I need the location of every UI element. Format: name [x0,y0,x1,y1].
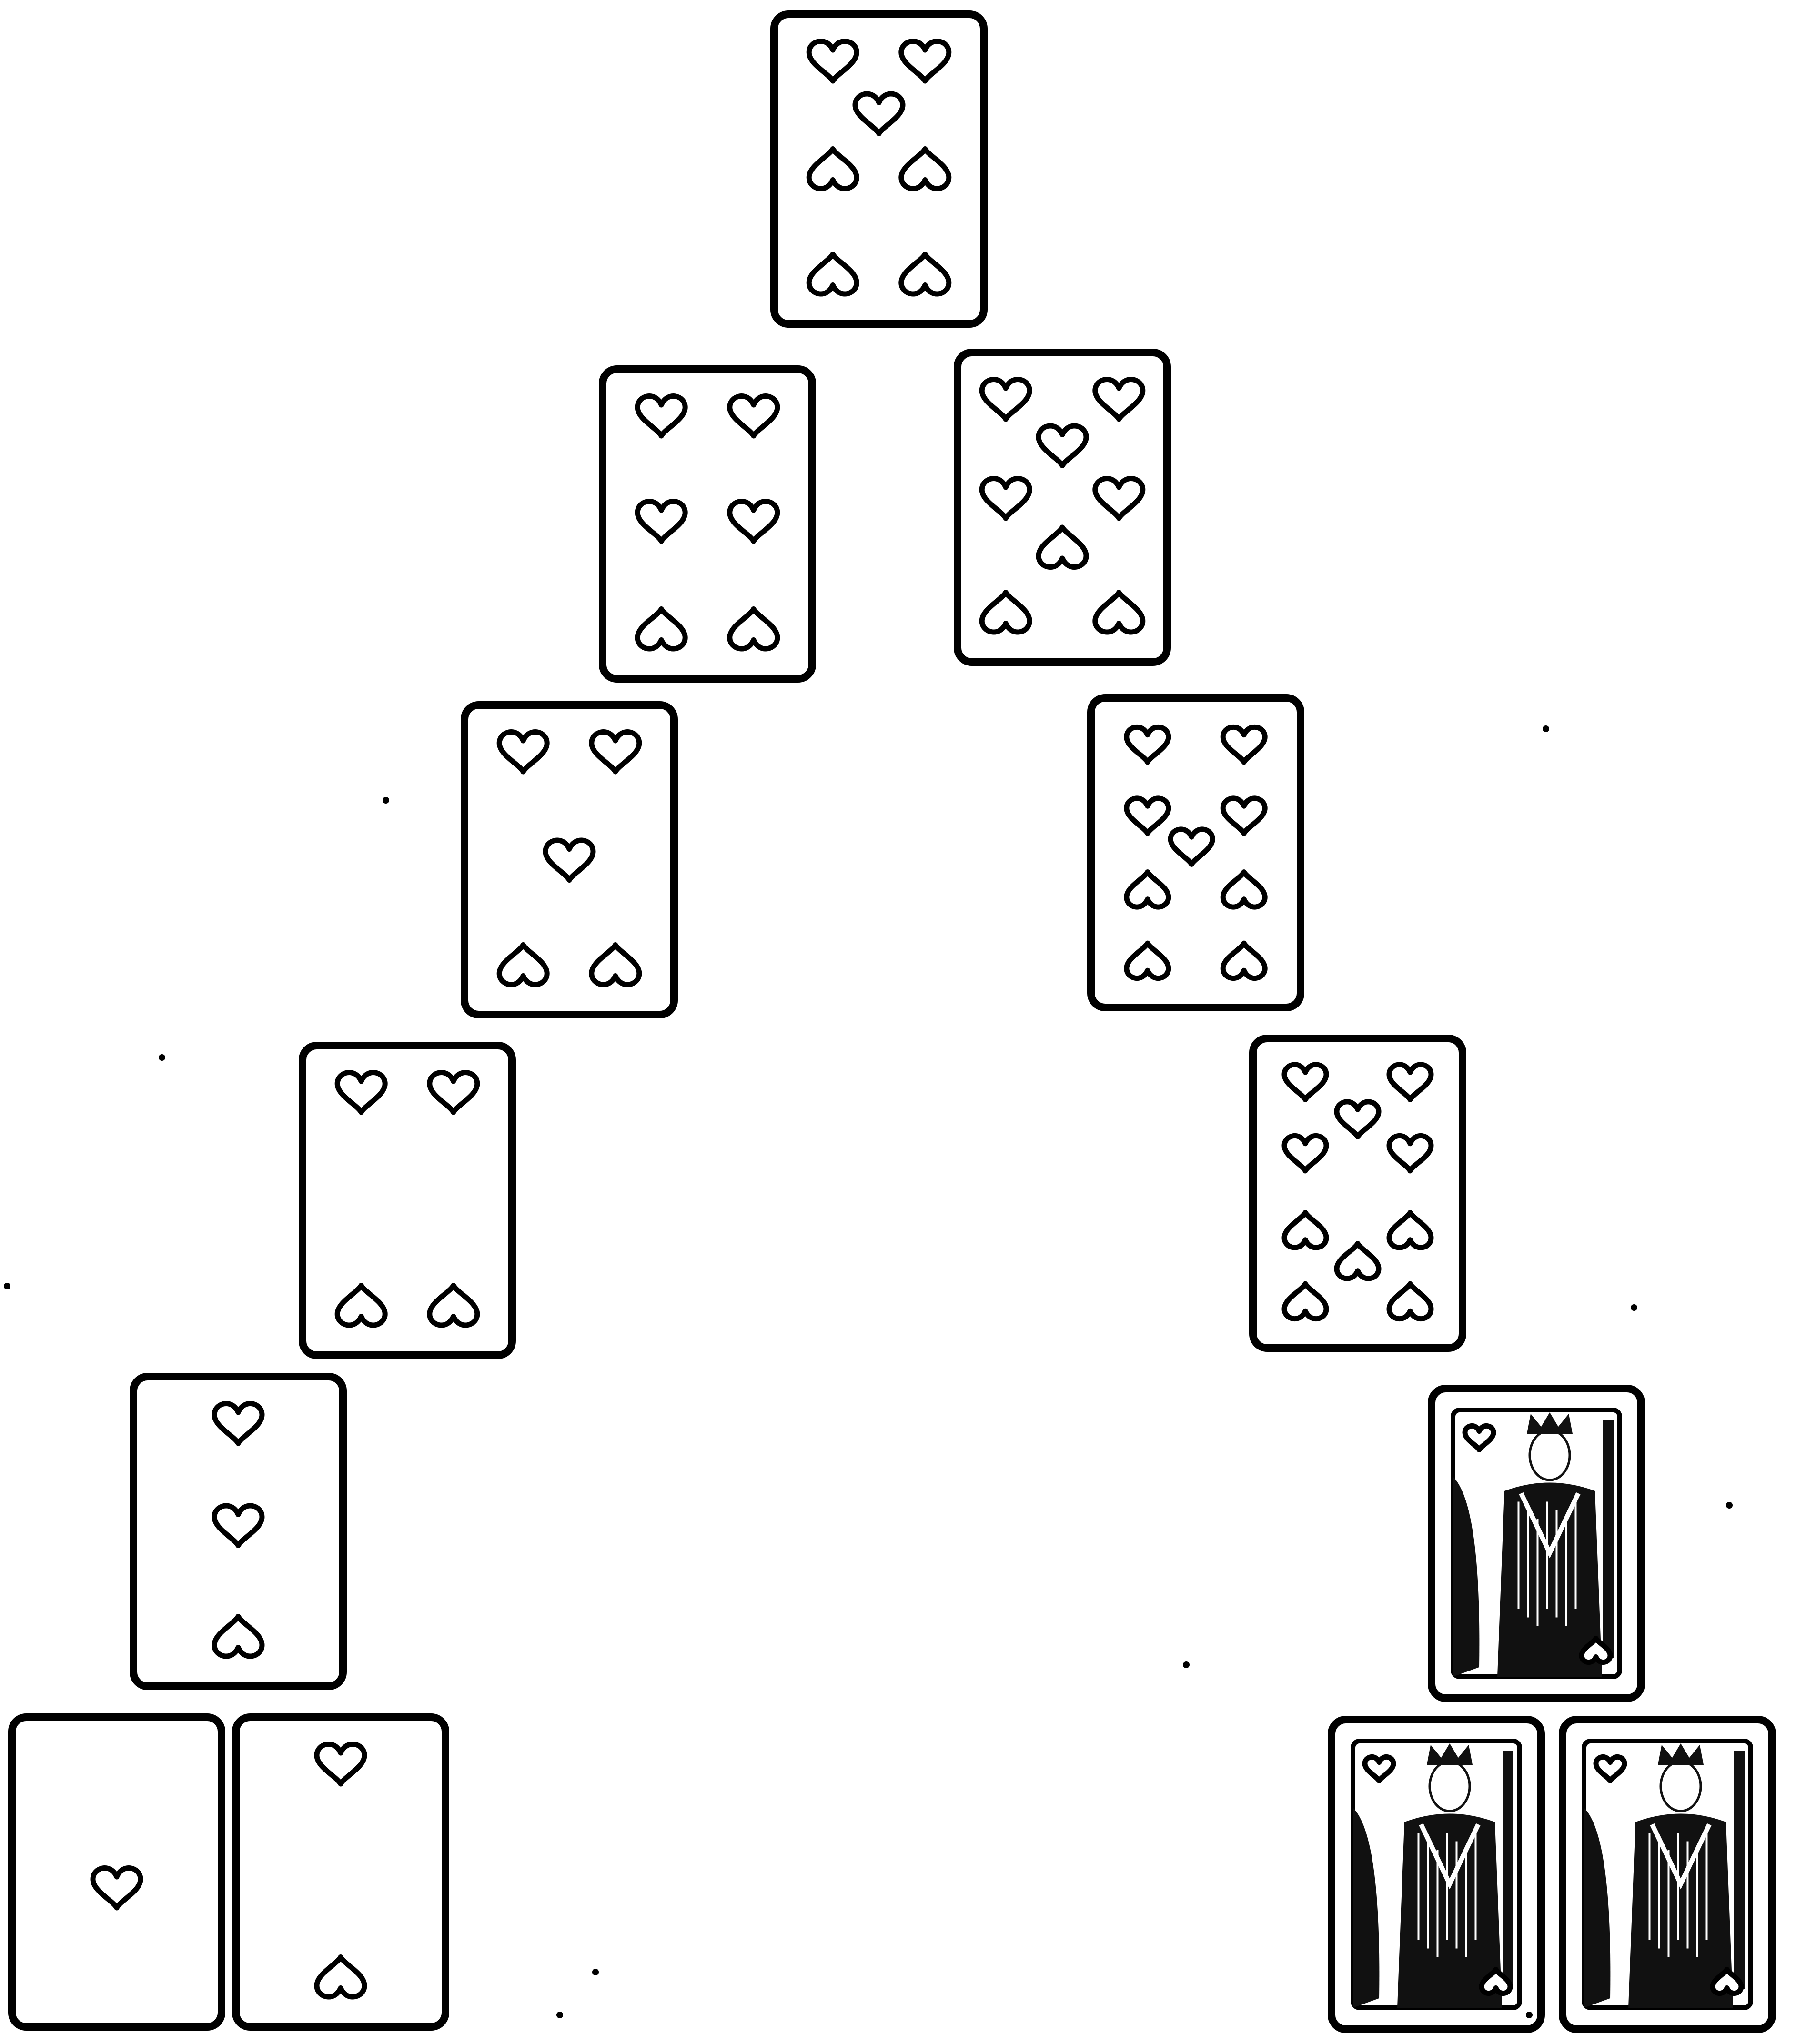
print-speck [159,1054,165,1061]
ace-of-hearts-card[interactable] [12,1717,222,2027]
print-speck [1543,725,1549,732]
two-of-hearts-card[interactable] [236,1717,445,2027]
seven-of-hearts-card[interactable] [774,14,984,324]
print-speck [1526,2012,1533,2018]
king-of-hearts-card[interactable] [1563,1720,1772,2029]
print-speck [1183,1661,1190,1668]
print-speck [556,2012,563,2018]
six-of-hearts-card[interactable] [603,369,812,679]
three-of-hearts-card[interactable] [133,1377,343,1686]
eight-of-hearts-card[interactable] [958,352,1167,662]
ten-of-hearts-card[interactable] [1253,1038,1463,1348]
jack-of-hearts-card[interactable] [1432,1389,1641,1698]
card-outline [774,14,984,324]
print-speck [592,1969,599,1975]
print-speck [383,797,389,804]
card-outline [603,369,812,679]
print-speck [1726,1502,1733,1509]
four-of-hearts-card[interactable] [303,1046,512,1355]
print-speck [1631,1304,1637,1311]
print-speck [4,1283,10,1289]
five-of-hearts-card[interactable] [464,705,674,1015]
nine-of-hearts-card[interactable] [1091,698,1301,1007]
card-outline [303,1046,512,1355]
queen-of-hearts-card[interactable] [1332,1720,1541,2029]
